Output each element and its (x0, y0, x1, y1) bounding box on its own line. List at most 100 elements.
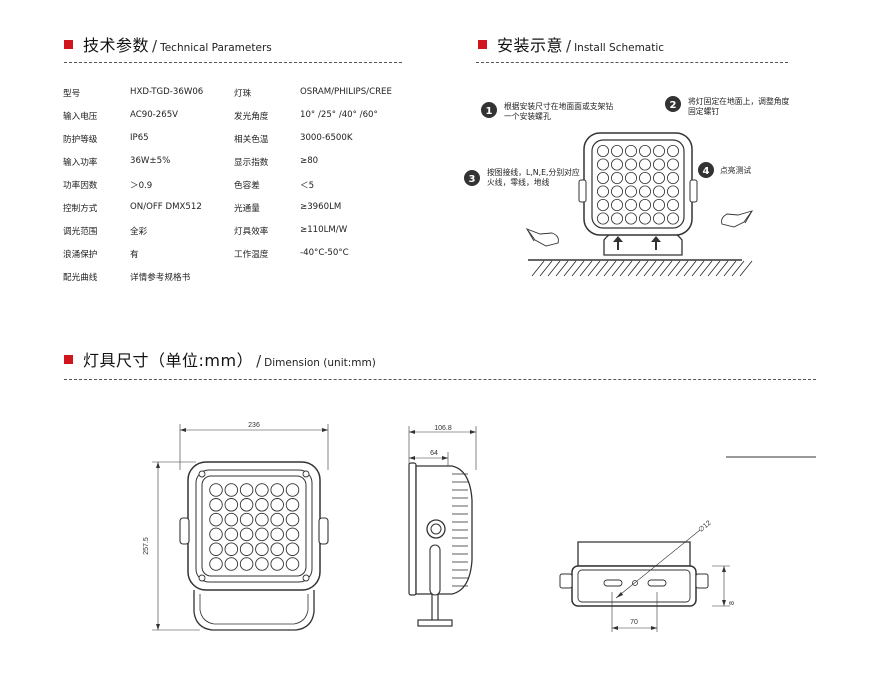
front-view (152, 424, 329, 631)
svg-text:2: 2 (670, 100, 677, 111)
spec-value: 有 (130, 250, 139, 260)
top-view (559, 529, 730, 632)
dimension-divider (64, 379, 816, 380)
hatch-line (643, 260, 657, 277)
led-dot (667, 212, 680, 225)
spec-label: 控制方式 (63, 204, 98, 214)
spec-value: -40°C-50°C (300, 248, 349, 258)
led-dot (597, 158, 610, 171)
dim-hole-spacing: 70 (630, 619, 638, 626)
led-dot (239, 542, 254, 556)
hatch-line (595, 260, 609, 277)
step-badge-1: 1 (481, 102, 497, 118)
hatch-line (691, 260, 705, 277)
led-dot (239, 512, 254, 527)
led-dot (239, 498, 254, 512)
led-dot (270, 527, 284, 542)
hatch-line (531, 260, 545, 277)
led-array (597, 144, 680, 225)
led-dot (611, 212, 624, 225)
led-dot (285, 483, 300, 497)
led-dot (255, 483, 269, 497)
led-dot (625, 158, 638, 171)
spec-value: ≥80 (300, 156, 319, 166)
red-square-bullet (478, 40, 487, 49)
hatch-line (611, 260, 625, 277)
install-title-en: Install Schematic (574, 42, 665, 54)
led-dot (653, 185, 666, 198)
dim-height: 257.5 (143, 537, 150, 555)
spec-label: 调光范围 (63, 227, 98, 237)
pointing-hand-left-icon (525, 228, 559, 247)
led-dot (285, 542, 300, 556)
svg-text:4: 4 (703, 166, 710, 177)
led-dot (285, 527, 300, 542)
led-dot (255, 542, 269, 556)
led-dot (639, 198, 652, 211)
install-divider (476, 62, 788, 63)
hatch-line (651, 260, 665, 277)
led-dot (653, 198, 666, 211)
spec-value: ON/OFF DMX512 (130, 202, 202, 212)
spec-label: 灯具效率 (234, 227, 269, 237)
led-dot (239, 483, 254, 497)
spec-value: 3000-6500K (300, 133, 353, 143)
led-dot (639, 158, 652, 171)
hatch-line (699, 260, 713, 277)
led-dot (224, 527, 239, 542)
spec-label: 功率因数 (63, 181, 98, 191)
spec-label: 灯珠 (234, 89, 252, 99)
hatch-line (619, 260, 633, 277)
led-dot (667, 185, 680, 198)
hatch-line (731, 260, 745, 277)
step-badge-4: 4 (698, 162, 714, 178)
led-dot (285, 498, 300, 512)
led-dot (597, 144, 610, 157)
hatch-line (723, 260, 737, 277)
hatch-line (555, 260, 569, 277)
spec-label: 浪涌保护 (63, 250, 98, 260)
spec-label: 输入电压 (63, 112, 98, 122)
led-dot (653, 158, 666, 171)
hatch-line (547, 260, 561, 277)
install-step-2: 将灯固定在地面上，调整角度固定螺钉 (688, 97, 790, 116)
hatch-line (635, 260, 649, 277)
led-dot (224, 512, 239, 527)
led-dot (209, 483, 223, 497)
led-dot (224, 557, 239, 571)
dim-depth-inner: 64 (430, 450, 438, 457)
spec-value: 10° /25° /40° /60° (300, 110, 378, 120)
ground-hatch (531, 260, 753, 277)
led-dot (611, 198, 624, 211)
step-badge-2: 2 (665, 96, 681, 112)
spec-value: 全彩 (130, 227, 148, 237)
spec-label: 发光角度 (234, 112, 269, 122)
led-dot (209, 527, 223, 542)
red-square-bullet (64, 355, 73, 364)
dim-base-height: 8 (729, 601, 736, 605)
spec-label: 光通量 (234, 204, 260, 214)
led-dot (625, 185, 638, 198)
led-dot (611, 158, 624, 171)
hatch-line (563, 260, 577, 277)
led-dot (625, 171, 638, 184)
dim-width: 236 (248, 422, 260, 429)
install-header: 安装示意 / Install Schematic (478, 32, 664, 56)
spec-value: 36W±5% (130, 156, 171, 166)
led-array (209, 483, 300, 571)
spec-value: IP65 (130, 133, 149, 143)
pointing-hand-right-icon (721, 210, 754, 228)
install-title-zh: 安装示意 (497, 36, 564, 55)
hatch-line (539, 260, 553, 277)
led-dot (270, 512, 284, 527)
spec-label: 色容差 (234, 181, 260, 191)
led-dot (224, 542, 239, 556)
led-dot (653, 171, 666, 184)
hatch-line (667, 260, 681, 277)
led-dot (653, 212, 666, 225)
led-dot (611, 185, 624, 198)
led-dot (255, 512, 269, 527)
led-dot (209, 542, 223, 556)
led-dot (270, 483, 284, 497)
